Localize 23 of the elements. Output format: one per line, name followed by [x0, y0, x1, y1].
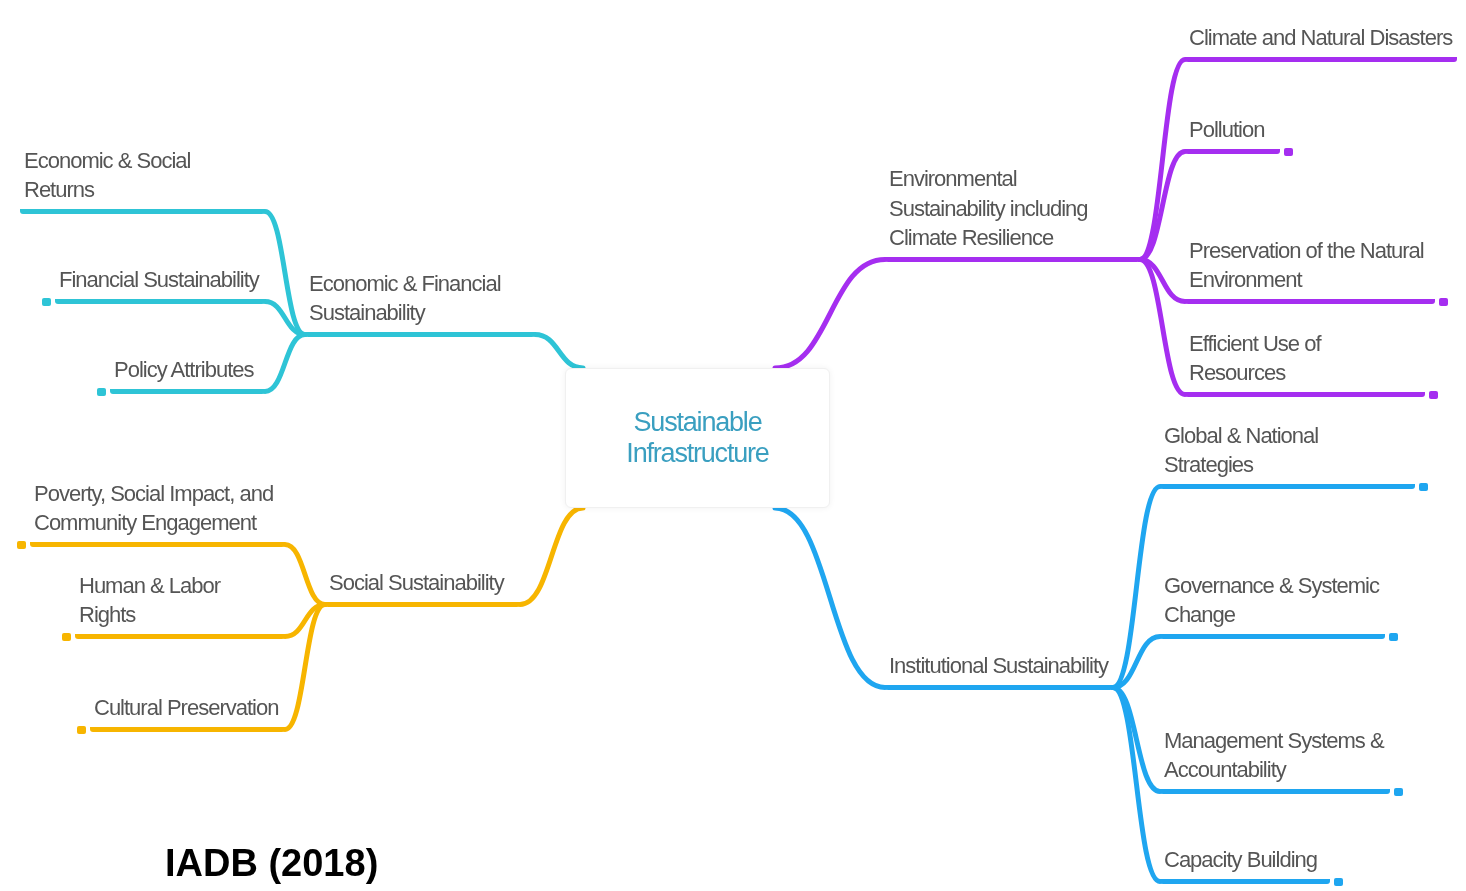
topic-text: Economic & Financial Sustainability	[309, 269, 502, 328]
topic-text: Management Systems & Accountability	[1164, 726, 1386, 785]
branch-connector	[262, 332, 308, 394]
topic-text: Social Sustainability	[329, 569, 504, 598]
topic-text: Governance & Systemic Change	[1164, 571, 1381, 630]
topic-text: Climate and Natural Disasters	[1189, 24, 1453, 53]
topic-text: Pollution	[1189, 116, 1265, 145]
topic-text: Financial Sustainability	[59, 266, 259, 295]
central-topic-box	[565, 368, 830, 508]
source-note: IADB (2018)	[165, 842, 379, 885]
topic-text: Cultural Preservation	[94, 694, 279, 723]
topic-text: Policy Attributes	[114, 356, 254, 385]
topic-text: Economic & Social Returns	[24, 146, 192, 205]
topic-text: Efficient Use of Resources	[1189, 329, 1323, 388]
central-topic-text: Sustainable Infrastructure	[625, 407, 770, 469]
topic-text: Institutional Sustainability	[889, 652, 1109, 681]
topic-text: Preservation of the Natural Environment	[1189, 236, 1425, 295]
topic-text: Poverty, Social Impact, and Community Engagement	[34, 479, 275, 538]
topic-text: Environmental Sustainability including Climate Resilience	[889, 164, 1089, 253]
branch-connector	[1110, 685, 1163, 884]
topic-text: Global & National Strategies	[1164, 421, 1320, 480]
topic-text: Human & Labor Rights	[79, 571, 222, 630]
topic-text: Capacity Building	[1164, 846, 1317, 875]
